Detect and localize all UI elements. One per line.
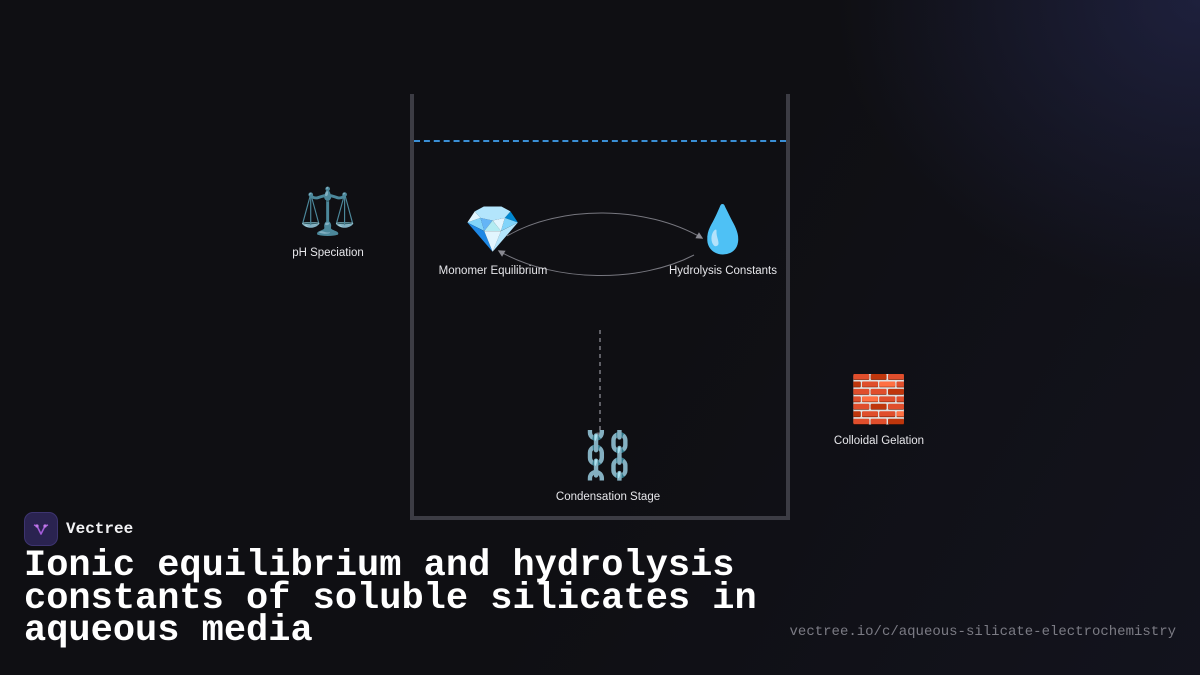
node-label: Monomer Equilibrium xyxy=(438,265,548,277)
chain-icon: ⛓️ xyxy=(579,428,637,482)
node-label: pH Speciation xyxy=(292,247,364,259)
page-title: Ionic equilibrium and hydrolysis constan… xyxy=(24,545,757,652)
node-label: Condensation Stage xyxy=(555,491,661,503)
node-label: Colloidal Gelation xyxy=(833,435,925,447)
arrow-monomer-to-hydrolysis xyxy=(506,212,704,239)
source-url[interactable]: vectree.io/c/aqueous-silicate-electroche… xyxy=(789,624,1176,640)
node-monomer-equilibrium[interactable]: 💎 Monomer Equilibrium xyxy=(439,201,548,277)
node-label: Hydrolysis Constants xyxy=(668,265,778,277)
node-hydrolysis-constants[interactable]: 💧 Hydrolysis Constants xyxy=(669,201,777,277)
gem-icon: 💎 xyxy=(464,202,522,256)
beaker-container xyxy=(410,94,790,520)
brand-name: Vectree xyxy=(66,520,134,538)
water-level-line xyxy=(414,140,786,142)
droplet-icon: 💧 xyxy=(694,202,752,256)
node-colloidal-gelation[interactable]: 🧱 Colloidal Gelation xyxy=(834,371,924,447)
node-ph-speciation[interactable]: ⚖️ pH Speciation xyxy=(292,183,364,259)
brick-icon: 🧱 xyxy=(850,372,908,426)
node-condensation-stage[interactable]: ⛓️ Condensation Stage xyxy=(556,427,660,503)
balance-scale-icon: ⚖️ xyxy=(299,184,357,238)
arrow-hydrolysis-to-monomer xyxy=(497,250,695,277)
brand[interactable]: Vectree xyxy=(24,512,133,546)
vectree-logo-icon xyxy=(24,512,58,546)
